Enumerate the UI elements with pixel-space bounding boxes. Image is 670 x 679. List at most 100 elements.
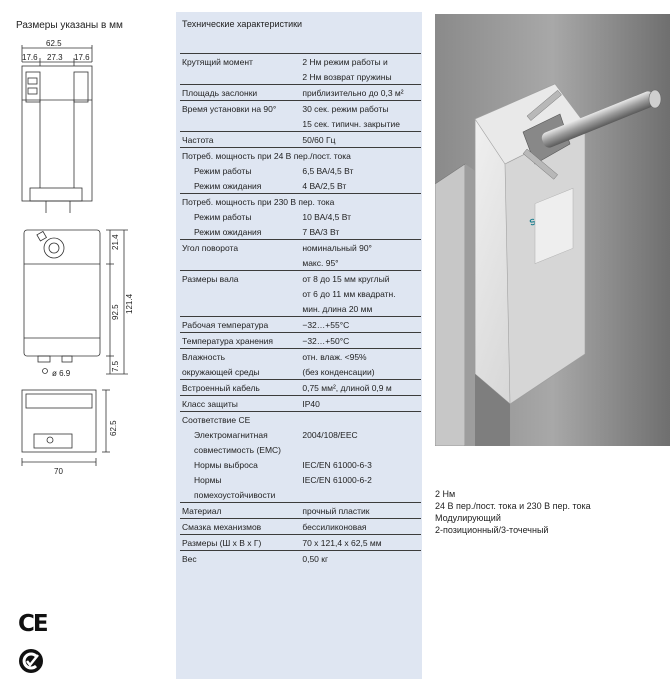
spec-value: 0,75 мм², длиной 0,9 м xyxy=(302,379,421,396)
spec-row: Температура хранения−32…+50°С xyxy=(180,332,421,349)
spec-label xyxy=(180,255,302,271)
spec-value: от 8 до 15 мм круглый xyxy=(302,270,421,286)
spec-label: совместимость (EMC) xyxy=(194,445,282,455)
photo-caption: 2 Нм 24 В пер./пост. тока и 230 В пер. т… xyxy=(435,488,591,536)
spec-label: Электромагнитная xyxy=(194,430,268,440)
spec-label xyxy=(180,116,302,132)
dim-hole-diameter: ø 6.9 xyxy=(52,369,71,378)
spec-row: Соответствие СЕ xyxy=(180,411,421,427)
spec-label: Соответствие СЕ xyxy=(180,411,421,427)
spec-value: 2004/108/EEC xyxy=(302,430,358,440)
spec-label xyxy=(180,286,302,301)
spec-value: 4 ВА/2,5 Вт xyxy=(302,181,347,191)
spec-label: Режим ожидания xyxy=(194,181,262,191)
dim-total-height: 121.4 xyxy=(125,293,134,314)
spec-label: Частота xyxy=(180,131,303,148)
dimension-drawings: 62.5 17.6 27.3 17.6 21.4 92.5 121.4 7.5 … xyxy=(21,39,134,476)
spec-label: Нормы xyxy=(194,475,222,485)
spec-label: Режим ожидания xyxy=(194,227,262,237)
spec-value: 70 x 121,4 x 62,5 мм xyxy=(302,534,421,551)
spec-label xyxy=(180,69,302,85)
ce-mark-icon: CE xyxy=(18,611,49,637)
spec-row: Режим ожидания 7 ВА/3 Вт xyxy=(180,224,421,240)
spec-label: Размеры вала xyxy=(180,270,303,286)
spec-value: (без конденсации) xyxy=(302,367,375,377)
dim-seg-c: 17.6 xyxy=(74,53,90,62)
spec-row: помехоустойчивости xyxy=(180,487,421,503)
spec-label: Материал xyxy=(180,502,303,519)
spec-value: 15 сек. типичн. закрытие xyxy=(302,119,400,129)
spec-row: совместимость (EMC) xyxy=(180,442,421,457)
spec-row: Электромагнитная 2004/108/EEC xyxy=(180,427,421,442)
spec-value: −32…+55°С xyxy=(302,316,421,333)
spec-value: 6,5 ВА/4,5 Вт xyxy=(302,166,354,176)
spec-row: Рабочая температура−32…+55°С xyxy=(180,316,421,333)
spec-row: Потреб. мощность при 24 В пер./пост. ток… xyxy=(180,147,421,163)
spec-label: Встроенный кабель xyxy=(180,379,303,396)
spec-value: 2 Нм возврат пружины xyxy=(302,72,392,82)
spec-value: мин. длина 20 мм xyxy=(302,304,373,314)
spec-row: Размеры (Ш х В х Г)70 x 121,4 x 62,5 мм xyxy=(180,534,421,551)
spec-value: приблизительно до 0,3 м² xyxy=(302,84,421,101)
dim-overall-width: 62.5 xyxy=(46,39,62,48)
spec-row: макс. 95° xyxy=(180,255,421,271)
spec-label: Потреб. мощность при 230 В пер. тока xyxy=(180,193,421,209)
spec-row: от 6 до 11 мм квадратн. xyxy=(180,286,421,301)
spec-row: 2 Нм возврат пружины xyxy=(180,69,421,85)
spec-row: Нормы IEC/EN 61000-6-2 xyxy=(180,472,421,487)
spec-label: Класс защиты xyxy=(180,395,303,412)
spec-value: прочный пластик xyxy=(302,502,421,519)
spec-row: Режим работы 6,5 ВА/4,5 Вт xyxy=(180,163,421,178)
dim-depth: 62.5 xyxy=(109,420,118,436)
spec-row: Нормы выброса IEC/EN 61000-6-3 xyxy=(180,457,421,472)
spec-value: 2 Нм режим работы и xyxy=(302,53,421,69)
spec-row: Режим ожидания 4 ВА/2,5 Вт xyxy=(180,178,421,194)
spec-value: IEC/EN 61000-6-3 xyxy=(302,460,372,470)
spec-label: Потреб. мощность при 24 В пер./пост. ток… xyxy=(180,147,421,163)
caption-line: 2 Нм xyxy=(435,489,456,499)
spec-label: Смазка механизмов xyxy=(180,518,303,535)
spec-value: −32…+50°С xyxy=(302,332,421,349)
spec-label: Вес xyxy=(180,550,303,566)
spec-value: макс. 95° xyxy=(302,258,339,268)
spec-value: IEC/EN 61000-6-2 xyxy=(302,475,372,485)
dim-top-height: 21.4 xyxy=(111,234,120,250)
spec-label: Угол поворота xyxy=(180,239,303,255)
spec-label: окружающей среды xyxy=(182,367,260,377)
spec-label: Нормы выброса xyxy=(194,460,258,470)
spec-row: Потреб. мощность при 230 В пер. тока xyxy=(180,193,421,209)
spec-label: Режим работы xyxy=(194,166,252,176)
spec-row: мин. длина 20 мм xyxy=(180,301,421,317)
product-photo: SIEMENS xyxy=(435,14,670,446)
spec-label: Размеры (Ш х В х Г) xyxy=(180,534,303,551)
spec-label: Время установки на 90° xyxy=(180,100,303,116)
spec-label: Рабочая температура xyxy=(180,316,303,333)
spec-value: 7 ВА/3 Вт xyxy=(302,227,340,237)
caption-line: Модулирующий xyxy=(435,513,501,523)
dim-seg-b: 27.3 xyxy=(47,53,63,62)
spec-row: окружающей среды (без конденсации) xyxy=(180,364,421,380)
spec-label: Температура хранения xyxy=(180,332,303,349)
caption-line: 24 В пер./пост. тока и 230 В пер. тока xyxy=(435,501,591,511)
spec-row: 15 сек. типичн. закрытие xyxy=(180,116,421,132)
spec-value: 10 ВА/4,5 Вт xyxy=(302,212,352,222)
spec-value xyxy=(302,442,421,457)
c-tick-mark-icon xyxy=(19,649,43,673)
spec-label xyxy=(180,301,302,317)
spec-value: IP40 xyxy=(302,395,421,412)
spec-value: от 6 до 11 мм квадратн. xyxy=(302,289,396,299)
dimensions-caption: Размеры указаны в мм xyxy=(16,20,123,31)
caption-line: 2-позиционный/3-точечный xyxy=(435,525,549,535)
